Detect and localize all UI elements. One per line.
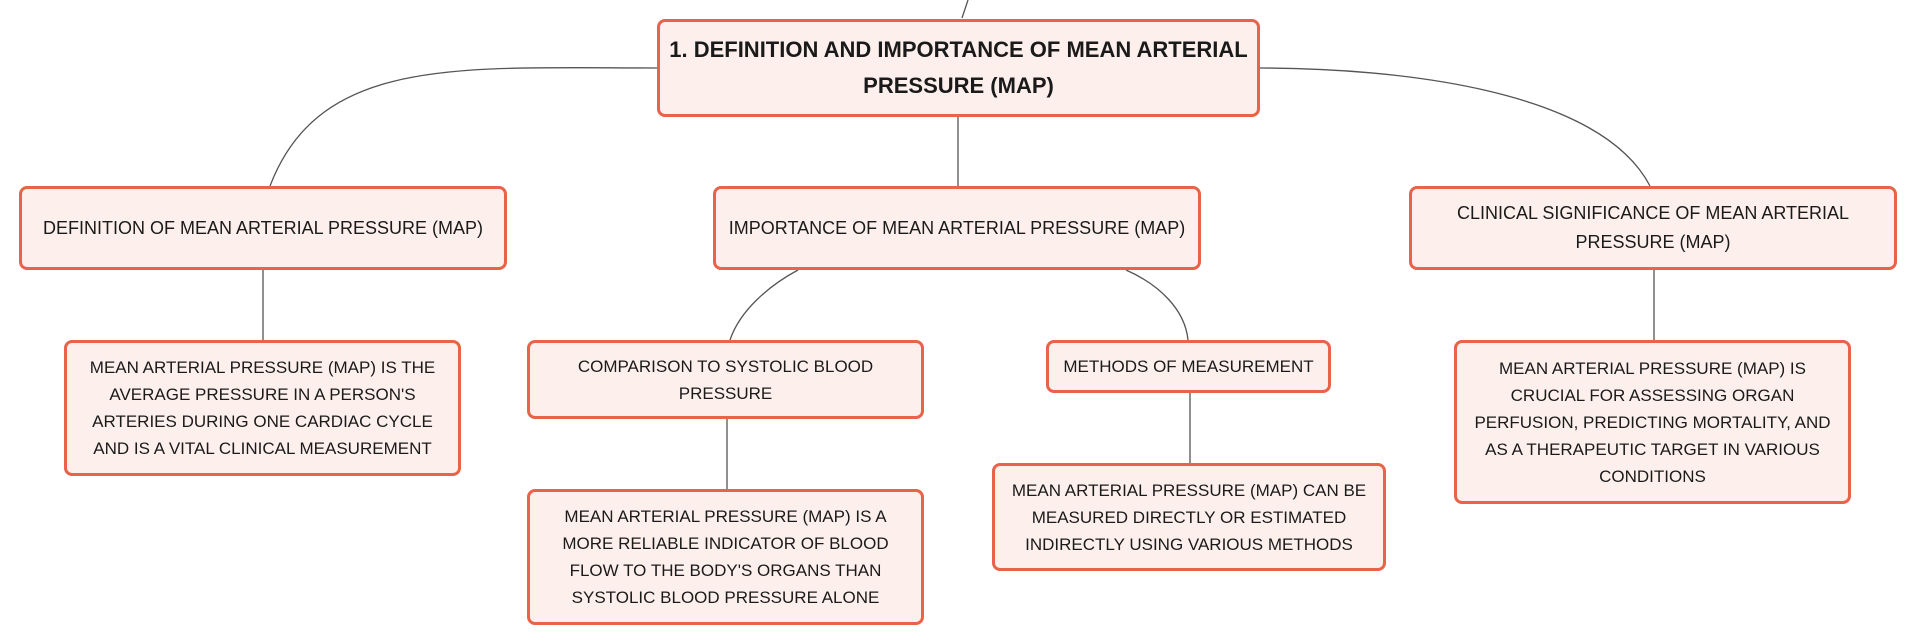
topic-clinical-label: CLINICAL SIGNIFICANCE OF MEAN ARTERIAL P… (1456, 203, 1850, 252)
topic-definition-of-map[interactable]: DEFINITION OF MEAN ARTERIAL PRESSURE (MA… (19, 186, 507, 270)
subtopic-definition-detail-label: MEAN ARTERIAL PRESSURE (MAP) IS THE AVER… (89, 358, 436, 458)
subtopic-methods-detail-label: MEAN ARTERIAL PRESSURE (MAP) CAN BE MEAS… (1011, 480, 1367, 554)
topic-importance-of-map[interactable]: IMPORTANCE OF MEAN ARTERIAL PRESSURE (MA… (713, 186, 1201, 270)
subtopic-comparison-label: COMPARISON TO SYSTOLIC BLOOD PRESSURE (577, 356, 874, 403)
subtopic-methods-of-measurement[interactable]: METHODS OF MEASUREMENT (1046, 340, 1331, 393)
subtopic-comparison-detail[interactable]: MEAN ARTERIAL PRESSURE (MAP) IS A MORE R… (527, 489, 924, 625)
subtopic-comparison-detail-label: MEAN ARTERIAL PRESSURE (MAP) IS A MORE R… (562, 507, 889, 607)
subtopic-clinical-detail[interactable]: MEAN ARTERIAL PRESSURE (MAP) IS CRUCIAL … (1454, 340, 1851, 504)
topic-clinical-significance[interactable]: CLINICAL SIGNIFICANCE OF MEAN ARTERIAL P… (1409, 186, 1897, 270)
connector-importance-to-comparison (729, 269, 799, 341)
subtopic-definition-detail[interactable]: MEAN ARTERIAL PRESSURE (MAP) IS THE AVER… (64, 340, 461, 476)
subtopic-methods-detail[interactable]: MEAN ARTERIAL PRESSURE (MAP) CAN BE MEAS… (992, 463, 1386, 571)
root-topic-label: 1. DEFINITION AND IMPORTANCE OF MEAN ART… (669, 37, 1248, 98)
root-topic-node[interactable]: 1. DEFINITION AND IMPORTANCE OF MEAN ART… (657, 19, 1260, 117)
subtopic-clinical-detail-label: MEAN ARTERIAL PRESSURE (MAP) IS CRUCIAL … (1474, 358, 1831, 486)
connector-root-to-clinical (1256, 67, 1651, 187)
subtopic-comparison-to-systolic[interactable]: COMPARISON TO SYSTOLIC BLOOD PRESSURE (527, 340, 924, 419)
subtopic-methods-label: METHODS OF MEASUREMENT (1063, 357, 1314, 376)
connector-importance-to-methods (1125, 269, 1189, 341)
connector-root-incoming (961, 0, 969, 19)
topic-importance-label: IMPORTANCE OF MEAN ARTERIAL PRESSURE (MA… (728, 217, 1186, 238)
connector-root-to-definition (269, 67, 661, 187)
topic-definition-label: DEFINITION OF MEAN ARTERIAL PRESSURE (MA… (42, 217, 484, 238)
